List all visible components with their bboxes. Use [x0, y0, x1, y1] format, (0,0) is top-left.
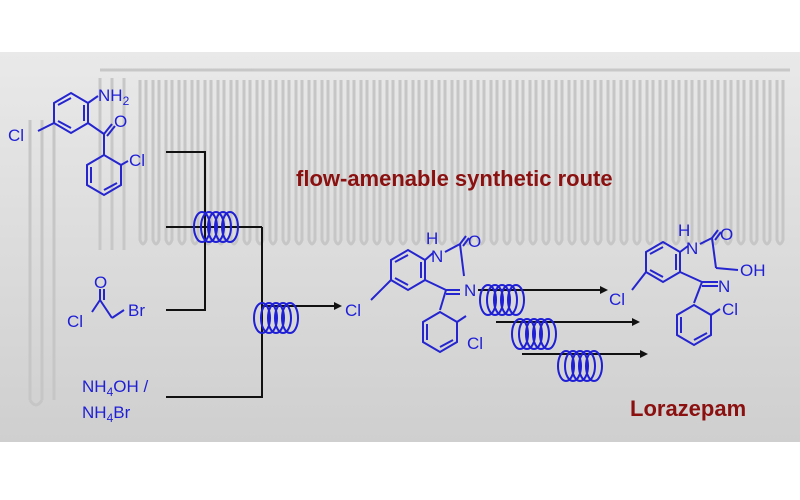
flow-coil-icon: [511, 318, 557, 350]
flow-coil-icon: [193, 211, 239, 243]
imine-nitrogen-label: N: [464, 281, 476, 300]
chloro-label: Cl: [722, 300, 738, 319]
flow-coil-icon: [479, 284, 525, 316]
carbonyl-oxygen-label: O: [114, 112, 127, 131]
reactant-bromoacetyl-chloride: O Cl Br: [67, 273, 145, 331]
scheme-title: flow-amenable synthetic route: [296, 166, 613, 191]
nh-nitrogen-label: N: [686, 239, 698, 258]
chloro-label: Cl: [129, 151, 145, 170]
chloro-label: Cl: [67, 312, 83, 331]
product-lorazepam: H N O OH N Cl Cl: [609, 221, 766, 347]
imine-nitrogen-label: N: [718, 277, 730, 296]
nh-nitrogen-label: N: [431, 247, 443, 266]
product-name: Lorazepam: [630, 396, 746, 421]
reagent-line-1: NH4OH /: [82, 377, 148, 399]
nh-hydrogen-label: H: [678, 221, 690, 240]
reagent-ammonium: NH4OH / NH4Br: [82, 377, 148, 425]
flow-coil-icon: [253, 302, 299, 334]
amine-label: NH2: [98, 86, 130, 108]
nh-hydrogen-label: H: [426, 229, 438, 248]
carbonyl-oxygen-label: O: [720, 225, 733, 244]
chloro-label: Cl: [467, 334, 483, 353]
hydroxyl-label: OH: [740, 261, 766, 280]
reagent-line-2: NH4Br: [82, 403, 131, 425]
bromo-label: Br: [128, 301, 145, 320]
intermediate-benzodiazepinone: H N O N Cl Cl: [345, 229, 483, 354]
reactant-aminobenzophenone: NH2 Cl O Cl: [8, 86, 145, 197]
carbonyl-oxygen-label: O: [468, 232, 481, 251]
microreactor-background: [0, 52, 800, 442]
chloro-label: Cl: [609, 290, 625, 309]
carbonyl-oxygen-label: O: [94, 273, 107, 292]
chloro-label: Cl: [8, 126, 24, 145]
chloro-label: Cl: [345, 301, 361, 320]
flow-coil-icon: [557, 350, 603, 382]
